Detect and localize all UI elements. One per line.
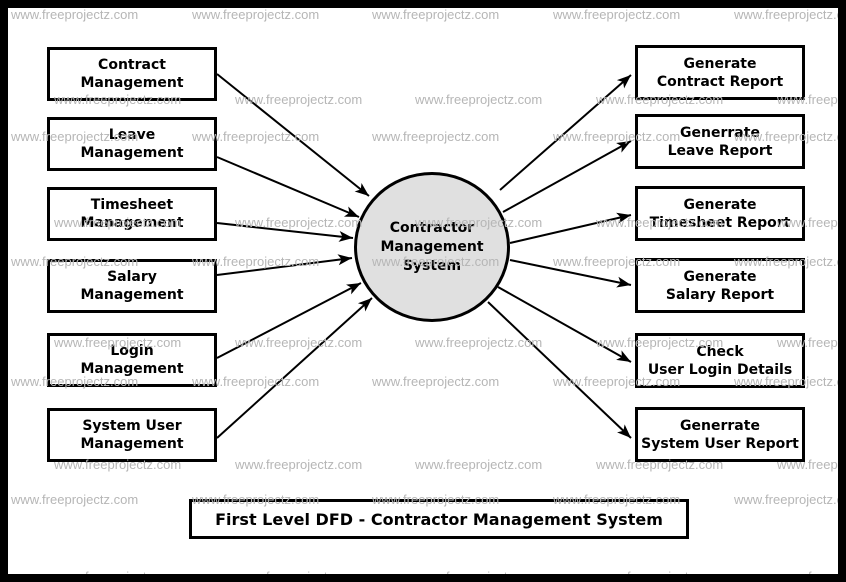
flow-system-to-timesheet-report (509, 212, 632, 244)
flow-system-to-login-details (497, 286, 632, 363)
flow-leave-to-system (216, 156, 360, 218)
flow-system-to-salary-report (509, 259, 632, 288)
entity-contract-management: Contract Management (47, 47, 217, 101)
output-check-user-login-details: Check User Login Details (635, 333, 805, 388)
flow-system-to-contract-report (499, 74, 632, 191)
entity-system-user-management: System User Management (47, 408, 217, 462)
flow-salary-to-system (216, 254, 353, 276)
flow-timesheet-to-system (216, 222, 354, 242)
diagram-caption: First Level DFD - Contractor Management … (189, 499, 689, 539)
output-generate-system-user-report: Generrate System User Report (635, 407, 805, 462)
entity-timesheet-management: Timesheet Management (47, 187, 217, 241)
output-generate-leave-report: Generrate Leave Report (635, 114, 805, 169)
process-contractor-management-system: Contractor Management System (354, 172, 510, 322)
output-generate-timesheet-report: Generate Timesheet Report (635, 186, 805, 241)
flow-contract-to-system (216, 73, 370, 197)
flow-system-to-leave-report (502, 140, 632, 213)
output-generate-contract-report: Generate Contract Report (635, 45, 805, 100)
flow-login-to-system (216, 282, 362, 359)
flow-system-to-systemuser-report (487, 301, 632, 439)
output-generate-salary-report: Generate Salary Report (635, 258, 805, 313)
entity-login-management: Login Management (47, 333, 217, 387)
entity-leave-management: Leave Management (47, 117, 217, 171)
entity-salary-management: Salary Management (47, 259, 217, 313)
flow-systemuser-to-system (216, 297, 373, 439)
